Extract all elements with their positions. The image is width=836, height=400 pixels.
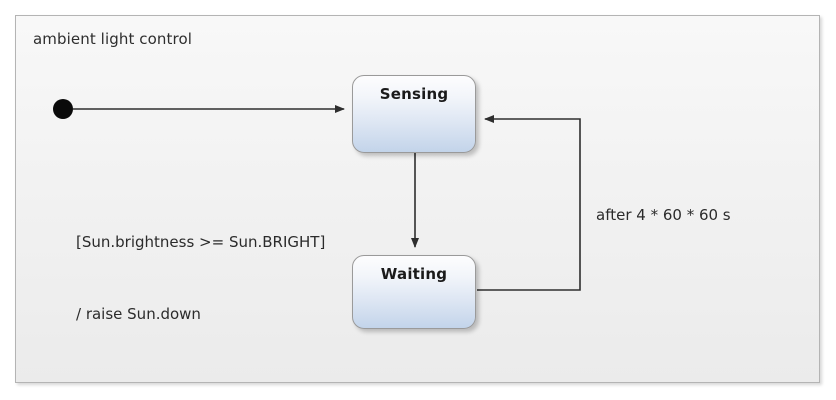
diagram-title: ambient light control — [33, 30, 192, 48]
transition-label-sensing-to-waiting: [Sun.brightness >= Sun.BRIGHT] / raise S… — [76, 182, 325, 374]
state-sensing[interactable]: Sensing — [352, 75, 476, 153]
state-waiting[interactable]: Waiting — [352, 255, 476, 329]
transition-label-waiting-to-sensing: after 4 * 60 * 60 s — [596, 206, 731, 224]
transition-action-line-2: / raise Sun.down — [76, 305, 201, 323]
initial-state-node[interactable] — [53, 99, 73, 119]
state-sensing-label: Sensing — [379, 85, 449, 103]
transition-guard-line-1: [Sun.brightness >= Sun.BRIGHT] — [76, 233, 326, 251]
state-waiting-label: Waiting — [380, 265, 448, 283]
